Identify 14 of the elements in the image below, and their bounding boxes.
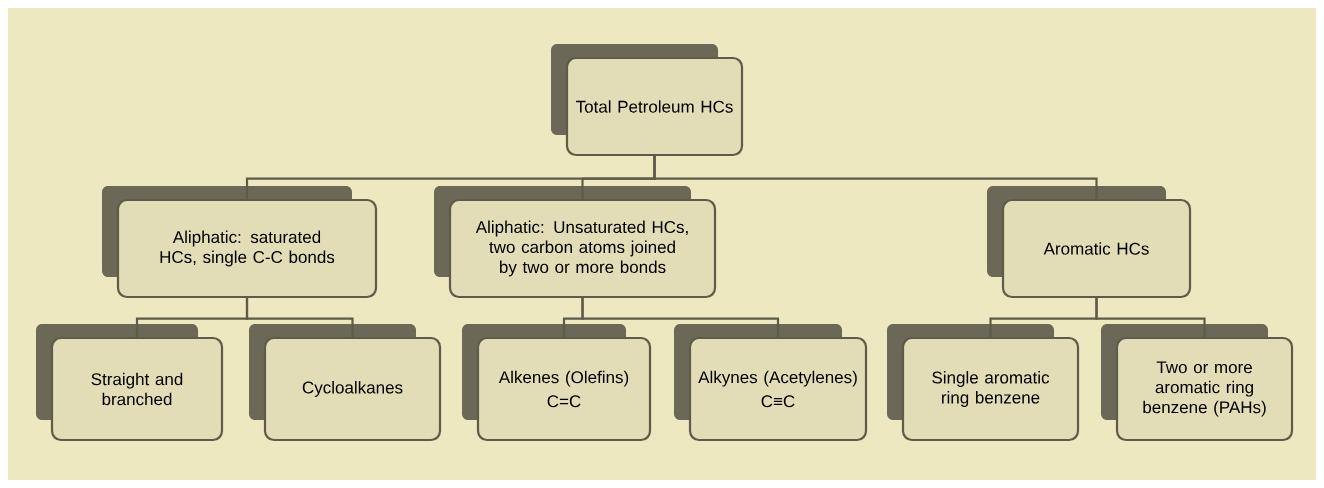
category-box: Aliphatic: saturated HCs, single C-C bonds	[102, 186, 378, 299]
category-box: Alkynes (Acetylenes) C≡C	[674, 324, 868, 442]
connector	[653, 156, 1098, 199]
category-box: Aliphatic: Unsaturated HCs, two carbon atoms joined by two or more bonds	[434, 186, 717, 299]
category-box: Alkenes (Olefins) C=C	[462, 324, 652, 442]
category-box: Cycloalkanes	[249, 324, 442, 442]
category-box: Single aromatic ring benzene	[887, 324, 1080, 442]
category-box: Total Petroleum HCs	[551, 44, 744, 157]
connector	[1095, 298, 1206, 337]
category-box: Aromatic HCs	[987, 186, 1192, 299]
category-box: Straight and branched	[36, 324, 224, 442]
connector	[581, 298, 780, 337]
connector	[245, 298, 354, 337]
category-box: Two or more aromatic ring benzene (PAHs)	[1101, 324, 1294, 442]
